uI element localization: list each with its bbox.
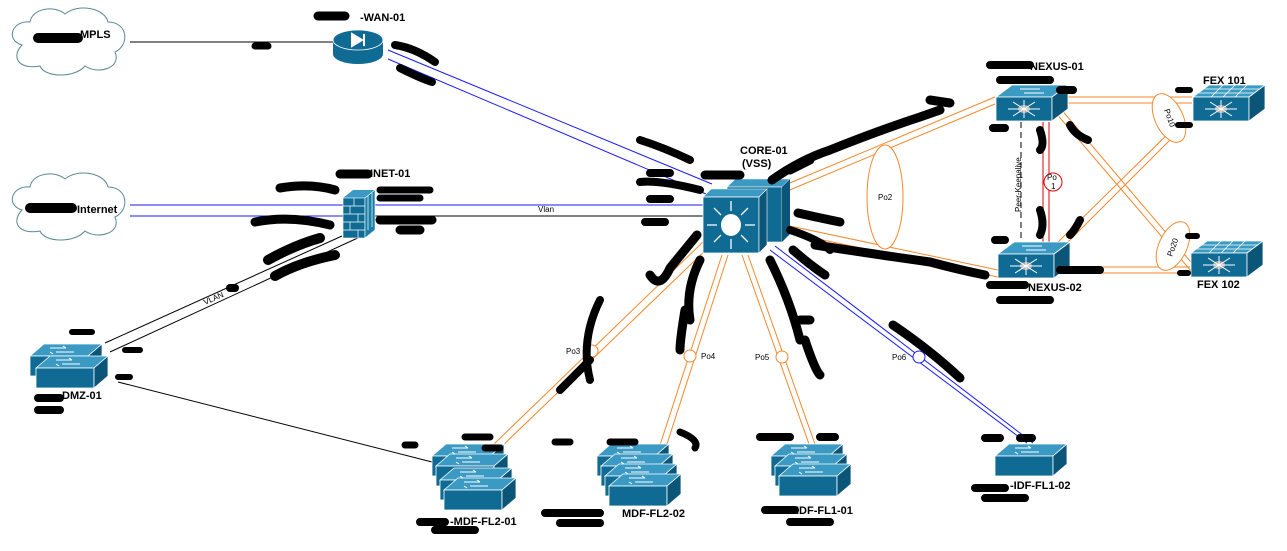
port-channels: Po2 Po 1 Peer-Keepalive Po10 Po20 Po3 Po… bbox=[202, 93, 1191, 364]
dmz-switch[interactable]: DMZ-01 bbox=[29, 343, 109, 402]
mdf-fl2-02-label: MDF-FL2-02 bbox=[622, 508, 685, 520]
idf-fl1-02-switch[interactable]: -IDF-FL1-02 bbox=[994, 443, 1071, 492]
link-nexus-fex bbox=[1068, 96, 1192, 274]
nexus-01[interactable]: NEXUS-01 bbox=[995, 61, 1084, 122]
po5-circle bbox=[775, 350, 789, 364]
redaction-marks bbox=[25, 11, 1200, 534]
core-label: CORE-01 bbox=[740, 145, 788, 157]
mdf-fl2-02-stack[interactable]: MDF-FL2-02 bbox=[596, 443, 685, 520]
mdf-fl2-01-stack[interactable]: -MDF-FL2-01 bbox=[431, 443, 517, 528]
mdf-fl2-01-label: -MDF-FL2-01 bbox=[450, 516, 517, 528]
nexus-02-label: NEXUS-02 bbox=[1028, 282, 1082, 294]
idf-fl1-02-label: -IDF-FL1-02 bbox=[1010, 480, 1071, 492]
fex-101-label: FEX 101 bbox=[1203, 75, 1246, 87]
po1-label: Po bbox=[1047, 173, 1057, 182]
po1-circle bbox=[1043, 172, 1063, 192]
link-dmz-mdf bbox=[117, 381, 433, 463]
po3-label: Po3 bbox=[566, 347, 581, 356]
idf-fl1-01-stack[interactable]: IDF-FL1-01 bbox=[770, 443, 853, 517]
po10-ellipse bbox=[1151, 93, 1187, 143]
mpls-label: MPLS bbox=[80, 29, 111, 41]
po4-circle bbox=[683, 349, 697, 363]
router-play-icon bbox=[351, 32, 365, 48]
nexus-01-label: NEXUS-01 bbox=[1030, 61, 1084, 73]
idf-fl1-01-label: IDF-FL1-01 bbox=[796, 505, 853, 517]
link-nexus-fex-cross bbox=[1049, 107, 1197, 273]
wan-router-label: -WAN-01 bbox=[360, 12, 405, 24]
po20-ellipse bbox=[1155, 221, 1191, 271]
po5-label: Po5 bbox=[755, 353, 770, 362]
dmz-label: DMZ-01 bbox=[62, 390, 102, 402]
po1-number: 1 bbox=[1051, 182, 1056, 191]
po2-label: Po2 bbox=[878, 193, 893, 202]
vlan-label-core: Vlan bbox=[538, 205, 554, 214]
core-vss-label: (VSS) bbox=[742, 158, 772, 170]
peer-keepalive-label: Peer-Keepalive bbox=[1014, 157, 1023, 212]
po4-label: Po4 bbox=[701, 352, 716, 361]
firewall[interactable]: INET-01 bbox=[342, 168, 410, 239]
fex-102[interactable]: FEX 102 bbox=[1190, 240, 1264, 291]
link-internet-fw bbox=[130, 204, 345, 217]
po6-circle bbox=[912, 350, 926, 364]
wan-router[interactable]: -WAN-01 bbox=[332, 12, 405, 64]
fex-101[interactable]: FEX 101 bbox=[1192, 75, 1266, 122]
link-core-idf-fl1-02 bbox=[769, 245, 1034, 444]
nexus-02[interactable]: NEXUS-02 bbox=[997, 241, 1082, 294]
po2-ellipse bbox=[866, 144, 904, 250]
core-switch[interactable]: CORE-01 (VSS) bbox=[702, 145, 791, 254]
internet-label: Internet bbox=[77, 204, 118, 216]
fex-102-label: FEX 102 bbox=[1197, 279, 1240, 291]
po6-label: Po6 bbox=[892, 353, 907, 362]
firewall-label: INET-01 bbox=[370, 168, 410, 180]
